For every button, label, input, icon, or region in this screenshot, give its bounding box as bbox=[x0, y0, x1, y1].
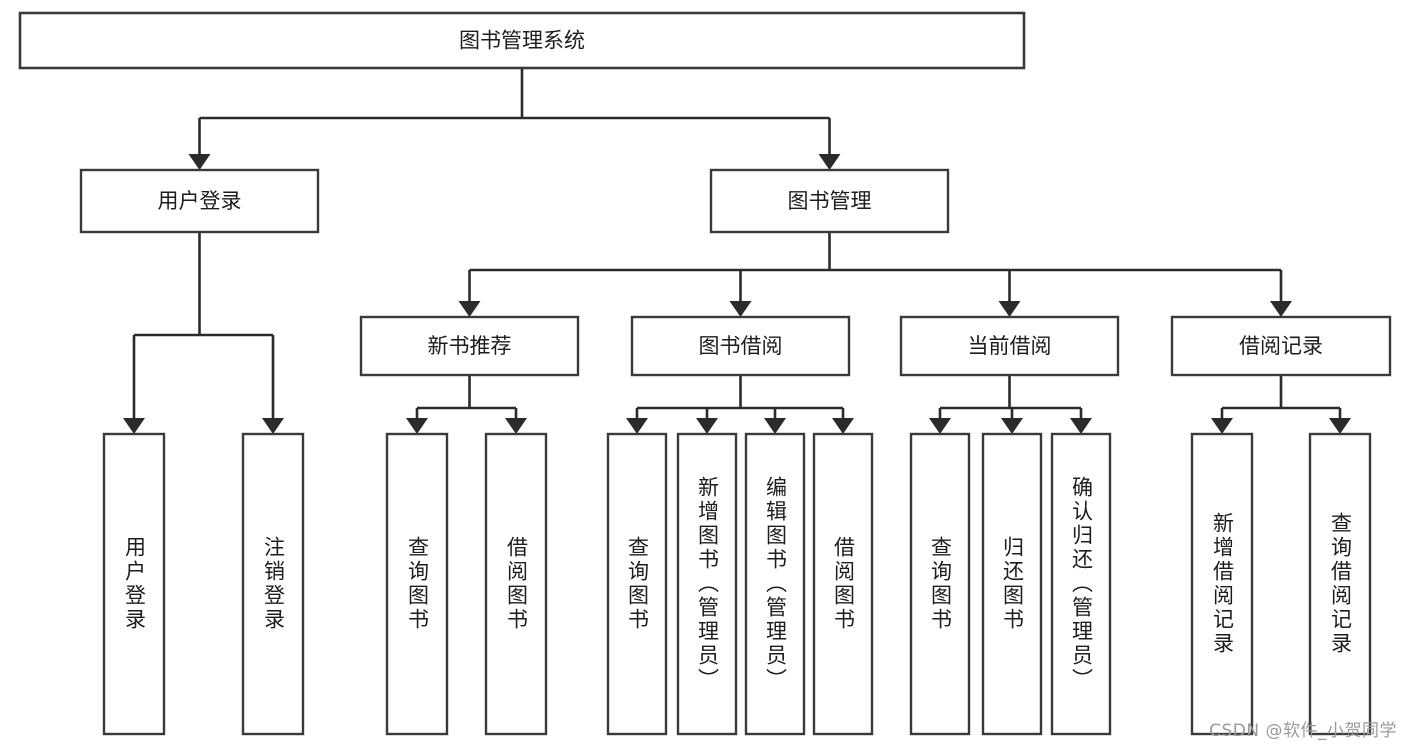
connector-arrowhead bbox=[123, 418, 145, 434]
connector-arrowhead bbox=[1211, 418, 1233, 434]
node-label: 图书借阅 bbox=[699, 334, 783, 358]
connector-arrowhead bbox=[818, 154, 841, 170]
connector-arrowhead bbox=[1329, 418, 1351, 434]
node-level3-borrow-record[interactable]: 借阅记录 bbox=[1170, 315, 1392, 377]
node-label: 图书管理系统 bbox=[459, 29, 585, 53]
node-box[interactable] bbox=[484, 432, 548, 736]
connector-arrowhead bbox=[458, 301, 481, 317]
node-box[interactable] bbox=[385, 432, 449, 736]
node-box[interactable] bbox=[606, 432, 668, 736]
node-leaf-leaf-query-book-1[interactable] bbox=[385, 432, 449, 736]
connector-arrowhead bbox=[929, 418, 951, 434]
node-level2-user-login[interactable]: 用户登录 bbox=[79, 168, 320, 234]
node-box[interactable] bbox=[744, 432, 806, 736]
node-box[interactable] bbox=[1050, 432, 1112, 736]
node-box[interactable] bbox=[909, 432, 971, 736]
node-leaf-leaf-edit-book[interactable] bbox=[744, 432, 806, 736]
node-leaf-leaf-query-record[interactable] bbox=[1308, 432, 1372, 736]
node-label: 当前借阅 bbox=[968, 334, 1052, 358]
node-leaf-leaf-add-record[interactable] bbox=[1190, 432, 1254, 736]
connector-arrowhead bbox=[764, 418, 786, 434]
node-box[interactable] bbox=[18, 11, 1026, 70]
node-box[interactable] bbox=[241, 432, 305, 736]
node-box[interactable] bbox=[812, 432, 874, 736]
node-level2-book-management[interactable]: 图书管理 bbox=[709, 168, 950, 234]
node-root-root[interactable]: 图书管理系统 bbox=[18, 11, 1026, 70]
connector-arrowhead bbox=[406, 418, 428, 434]
node-box[interactable] bbox=[79, 168, 320, 234]
node-leaf-leaf-user-login[interactable] bbox=[102, 432, 166, 736]
connector-arrowhead bbox=[998, 301, 1021, 317]
connector-arrowhead bbox=[1270, 301, 1292, 317]
connector-arrowhead bbox=[1001, 418, 1023, 434]
connector-arrowhead bbox=[696, 418, 718, 434]
node-level3-new-book-recommend[interactable]: 新书推荐 bbox=[359, 315, 580, 377]
connector-arrowhead bbox=[626, 418, 648, 434]
node-leaf-leaf-query-book-3[interactable] bbox=[909, 432, 971, 736]
connector-arrowhead bbox=[188, 154, 211, 170]
node-box[interactable] bbox=[676, 432, 738, 736]
node-level3-book-borrow[interactable]: 图书借阅 bbox=[630, 315, 851, 377]
node-leaf-leaf-confirm-return[interactable] bbox=[1050, 432, 1112, 736]
connector-arrowhead bbox=[832, 418, 854, 434]
node-box[interactable] bbox=[981, 432, 1043, 736]
node-box[interactable] bbox=[709, 168, 950, 234]
connector-arrowhead bbox=[262, 418, 284, 434]
node-box[interactable] bbox=[359, 315, 580, 377]
node-box[interactable] bbox=[102, 432, 166, 736]
node-label: 图书管理 bbox=[788, 189, 872, 213]
node-leaf-leaf-borrow-book-2[interactable] bbox=[812, 432, 874, 736]
node-leaf-leaf-return-book[interactable] bbox=[981, 432, 1043, 736]
node-leaf-leaf-borrow-book-1[interactable] bbox=[484, 432, 548, 736]
node-leaf-leaf-query-book-2[interactable] bbox=[606, 432, 668, 736]
connector-arrowhead bbox=[505, 418, 527, 434]
csdn-watermark: CSDN @软件_小贺同学 bbox=[1209, 721, 1397, 741]
node-box[interactable] bbox=[1170, 315, 1392, 377]
connector-arrowhead bbox=[1070, 418, 1092, 434]
node-box[interactable] bbox=[1190, 432, 1254, 736]
node-leaf-leaf-add-book[interactable] bbox=[676, 432, 738, 736]
node-box[interactable] bbox=[1308, 432, 1372, 736]
node-label: 借阅记录 bbox=[1239, 334, 1323, 358]
node-level3-current-borrow[interactable]: 当前借阅 bbox=[899, 315, 1120, 377]
node-label: 新书推荐 bbox=[428, 334, 512, 358]
node-box[interactable] bbox=[899, 315, 1120, 377]
node-label: 用户登录 bbox=[158, 189, 242, 213]
connector-arrowhead bbox=[729, 301, 752, 317]
node-leaf-leaf-logout[interactable] bbox=[241, 432, 305, 736]
node-box[interactable] bbox=[630, 315, 851, 377]
